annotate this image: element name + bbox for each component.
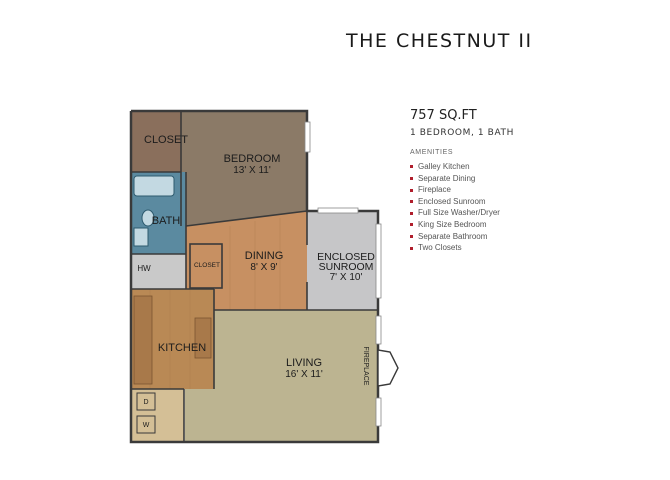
closet-main xyxy=(131,111,181,172)
amenity-item: Separate Bathroom xyxy=(410,231,500,243)
dining-room xyxy=(186,211,307,310)
laundry-units xyxy=(136,392,156,434)
closet-main-label: CLOSET xyxy=(144,134,188,146)
outer-walls xyxy=(129,109,380,444)
bed-bath-summary: 1 BEDROOM, 1 BATH xyxy=(410,128,514,138)
water-heater-closet xyxy=(131,254,186,289)
living-size: 16' X 11' xyxy=(285,369,323,380)
dining-label: DINING xyxy=(245,250,284,262)
dining-size: 8' X 9' xyxy=(250,262,277,273)
bath-fixtures xyxy=(133,175,175,247)
amenity-item: Galley Kitchen xyxy=(410,161,500,173)
fireplace-hearth xyxy=(377,349,399,387)
sunroom xyxy=(307,211,378,310)
amenities-list: Galley Kitchen Separate Dining Fireplace… xyxy=(410,161,500,254)
amenity-item: Two Closets xyxy=(410,242,500,254)
closet-small-label: CLOSET xyxy=(194,262,220,269)
sunroom-label-line2: SUNROOM xyxy=(319,261,374,273)
living-label: LIVING xyxy=(286,357,322,369)
amenity-item: Fireplace xyxy=(410,184,500,196)
interior-walls xyxy=(131,111,378,442)
kitchen-counters xyxy=(133,295,212,385)
dryer-label: D xyxy=(143,399,148,406)
plan-title: THE CHESTNUT II xyxy=(346,30,533,52)
washer-label: W xyxy=(143,422,150,429)
sunroom-label-line1: ENCLOSED xyxy=(317,251,375,263)
fireplace-label: FIREPLACE xyxy=(362,347,369,386)
amenity-item: Separate Dining xyxy=(410,173,500,185)
windows xyxy=(304,121,382,427)
amenity-item: King Size Bedroom xyxy=(410,219,500,231)
hw-label: HW xyxy=(137,264,151,273)
kitchen-label: KITCHEN xyxy=(158,342,206,354)
amenity-item: Full Size Washer/Dryer xyxy=(410,207,500,219)
sunroom-size: 7' X 10' xyxy=(330,272,363,283)
square-footage: 757 SQ.FT xyxy=(410,108,477,123)
amenities-heading: AMENITIES xyxy=(410,149,454,156)
bedroom-size: 13' X 11' xyxy=(233,165,271,176)
bedroom-room xyxy=(181,111,307,226)
living-room xyxy=(185,310,378,442)
bath-label: BATH xyxy=(152,215,181,227)
amenity-item: Enclosed Sunroom xyxy=(410,196,500,208)
bedroom-label: BEDROOM xyxy=(224,153,281,165)
